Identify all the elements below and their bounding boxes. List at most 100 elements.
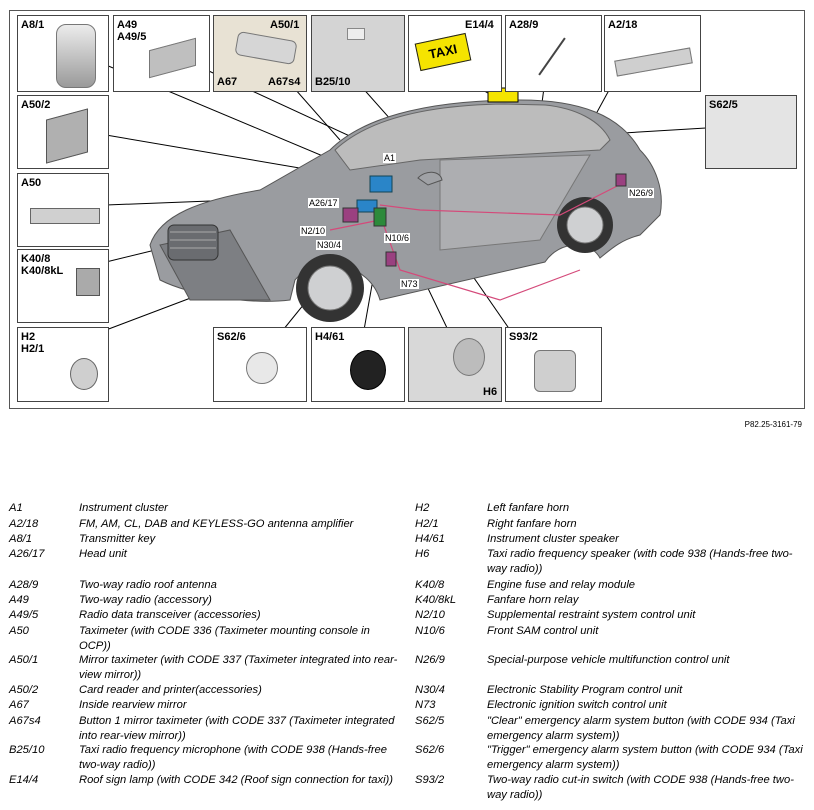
label-h4-61: H4/61 — [315, 331, 345, 343]
legend-code: E14/4 — [9, 774, 39, 786]
figure-id: P82.25-3161-79 — [744, 420, 802, 429]
legend-code: S62/6 — [415, 744, 445, 756]
legend-description: Front SAM control unit — [487, 625, 599, 637]
legend-code: A67s4 — [9, 715, 41, 727]
legend-description: "Clear" emergency alarm system button (w… — [487, 715, 795, 742]
label-h2: H2 H2/1 — [21, 331, 45, 355]
inset-cluster-speaker: H4/61 — [311, 327, 405, 402]
legend-code: A49 — [9, 594, 29, 606]
legend-code: A49/5 — [9, 609, 39, 621]
inset-roof-sign-lamp: E14/4 TAXI — [408, 15, 502, 92]
microphone-image — [347, 28, 365, 40]
legend-description: Special-purpose vehicle multifunction co… — [487, 654, 730, 666]
inset-transmitter-key: A8/1 — [17, 15, 109, 92]
key-fob-image — [56, 24, 96, 88]
legend-description: Radio data transceiver (accessories) — [79, 609, 261, 621]
legend-description: FM, AM, CL, DAB and KEYLESS-GO antenna a… — [79, 518, 354, 530]
amplifier-image — [614, 47, 693, 77]
legend-description: Taxi radio frequency speaker (with code … — [487, 548, 793, 575]
legend-code: A26/17 — [9, 548, 45, 560]
legend-code: A50/2 — [9, 684, 39, 696]
legend-description: Right fanfare horn — [487, 518, 577, 530]
label-k40-8: K40/8 K40/8kL — [21, 253, 64, 277]
legend-code: N26/9 — [415, 654, 445, 666]
legend-code: K40/8kL — [415, 594, 457, 606]
legend-code: A50 — [9, 625, 29, 637]
legend-description: Instrument cluster speaker — [487, 533, 619, 545]
inset-card-reader: A50/2 — [17, 95, 109, 169]
legend-code: H4/61 — [415, 533, 445, 545]
inset-trigger-alarm-button: S62/6 — [213, 327, 307, 402]
inset-clear-alarm-button: S62/5 — [705, 95, 797, 169]
car-illustration — [105, 54, 707, 356]
label-h6: H6 — [483, 386, 498, 398]
taximeter-image — [30, 208, 100, 224]
legend-description: Electronic ignition switch control unit — [487, 699, 667, 711]
legend-code: A2/18 — [9, 518, 39, 530]
legend-code: S62/5 — [415, 715, 445, 727]
legend-description: Fanfare horn relay — [487, 594, 579, 606]
car-label-a1: A1 — [383, 153, 397, 163]
label-a50-1: A50/1 — [270, 19, 300, 31]
label-a2-18: A2/18 — [608, 19, 638, 31]
label-a28-9: A28/9 — [509, 19, 539, 31]
label-a67: A67 — [217, 76, 238, 88]
label-e14-4: E14/4 — [465, 19, 494, 31]
car-label-n30-4: N30/4 — [316, 240, 343, 250]
label-a50-2: A50/2 — [21, 99, 51, 111]
legend-description: Two-way radio cut-in switch (with CODE 9… — [487, 774, 794, 801]
legend-description: Supplemental restraint system control un… — [487, 609, 696, 621]
legend-code: N2/10 — [415, 609, 445, 621]
car-label-n2-10: N2/10 — [300, 226, 327, 236]
inset-antenna-amplifier: A2/18 — [604, 15, 701, 92]
antenna-image — [538, 37, 566, 76]
inset-roof-antenna: A28/9 — [505, 15, 602, 92]
inset-microphone: B25/10 — [311, 15, 405, 92]
car-label-n10-6: N10/6 — [384, 233, 411, 243]
legend-description: Left fanfare horn — [487, 502, 570, 514]
car-label-n26-9: N26/9 — [628, 188, 655, 198]
taxi-sign-text: TAXI — [427, 41, 459, 62]
label-a49: A49 A49/5 — [117, 19, 147, 43]
inset-mirror-taximeter: A50/1 A67 A67s4 — [213, 15, 307, 92]
trigger-button-image — [246, 352, 278, 384]
legend-code: H6 — [415, 548, 430, 560]
legend-description: Instrument cluster — [79, 502, 168, 514]
radio-speaker-image — [453, 338, 485, 376]
legend-description: Taxi radio frequency microphone (with CO… — [79, 744, 388, 771]
legend-description: Mirror taximeter (with CODE 337 (Taximet… — [79, 654, 398, 681]
legend-code: S93/2 — [415, 774, 445, 786]
label-a8-1: A8/1 — [21, 19, 45, 31]
legend-description: Electronic Stability Program control uni… — [487, 684, 683, 696]
horn-image — [70, 358, 98, 390]
legend-description: Engine fuse and relay module — [487, 579, 636, 591]
inset-relay-module: K40/8 K40/8kL — [17, 249, 109, 323]
inset-taximeter: A50 — [17, 173, 109, 247]
cut-in-switch-image — [534, 350, 576, 392]
legend-description: "Trigger" emergency alarm system button … — [487, 744, 803, 771]
inset-fanfare-horn: H2 H2/1 — [17, 327, 109, 402]
inset-radio-speaker: H6 — [408, 327, 502, 402]
label-a67s4: A67s4 — [268, 76, 301, 88]
rearview-mirror-image — [234, 30, 298, 66]
legend-code: H2/1 — [415, 518, 439, 530]
speaker-image — [350, 350, 386, 390]
car-label-n73: N73 — [400, 279, 419, 289]
legend-code: A1 — [9, 502, 23, 514]
legend-description: Card reader and printer(accessories) — [79, 684, 262, 696]
legend-description: Head unit — [79, 548, 127, 560]
legend-code: A50/1 — [9, 654, 39, 666]
legend-code: A8/1 — [9, 533, 33, 545]
legend-description: Two-way radio roof antenna — [79, 579, 217, 591]
inset-cut-in-switch: S93/2 — [505, 327, 602, 402]
relay-image — [76, 268, 100, 296]
legend-code: H2 — [415, 502, 430, 514]
car-label-a26-17: A26/17 — [308, 198, 339, 208]
legend-description: Transmitter key — [79, 533, 156, 545]
label-s62-5: S62/5 — [709, 99, 738, 111]
legend-code: B25/10 — [9, 744, 45, 756]
radio-unit-image — [149, 37, 196, 79]
legend-description: Inside rearview mirror — [79, 699, 187, 711]
legend-code: A67 — [9, 699, 29, 711]
legend-code: N10/6 — [415, 625, 445, 637]
